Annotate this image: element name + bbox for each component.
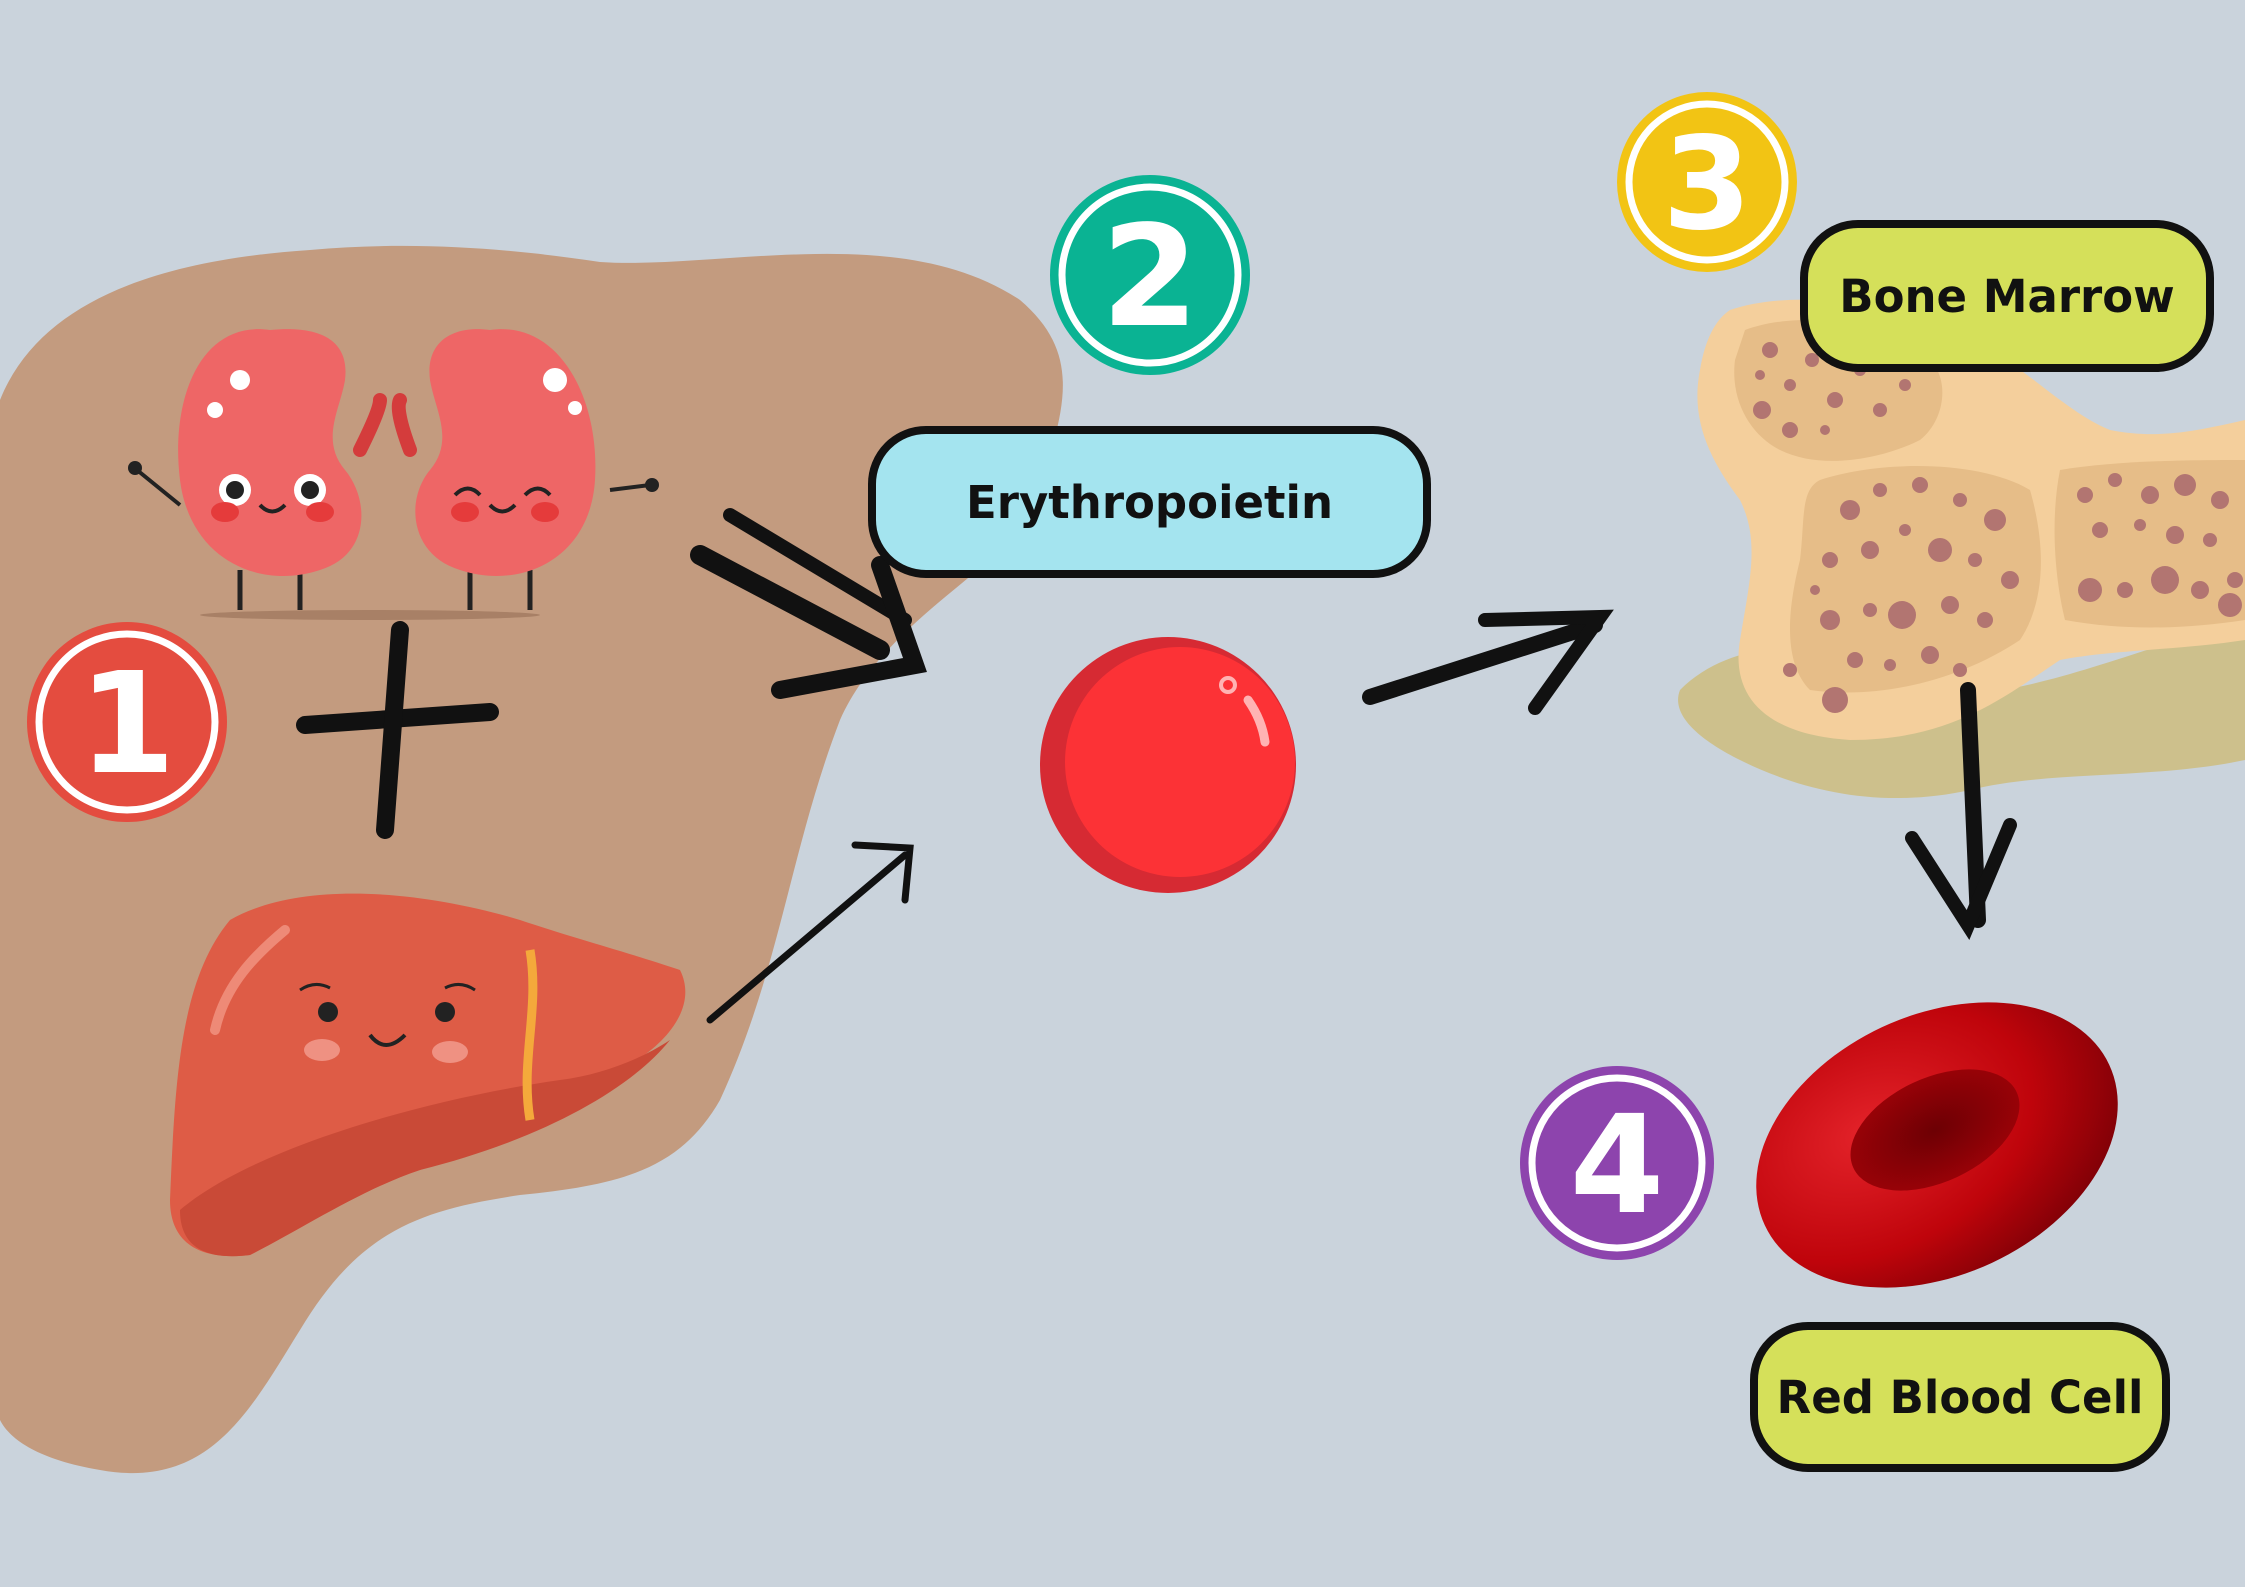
- step-number-1: 1: [78, 643, 175, 806]
- red-blood-cell-label-text: Red Blood Cell: [1776, 1370, 2144, 1424]
- step-badge-3: 3: [1617, 92, 1797, 272]
- kidneys-illustration: [128, 329, 659, 620]
- liver-illustration: [170, 893, 686, 1257]
- left-kidney: [178, 329, 362, 576]
- step-number-3: 3: [1662, 110, 1751, 259]
- bone-marrow-label: Bone Marrow: [1800, 220, 2214, 372]
- red-blood-cell-illustration: [1756, 1002, 2118, 1288]
- step-badge-4: 4: [1520, 1066, 1714, 1260]
- erythropoietin-label: Erythropoietin: [868, 426, 1431, 578]
- step-number-4: 4: [1570, 1087, 1665, 1245]
- arrow-liver-to-hormone: [706, 841, 914, 1024]
- double-arrow-kidneys-to-hormone: [690, 508, 927, 699]
- red-blood-cell-label: Red Blood Cell: [1750, 1322, 2170, 1472]
- step-number-2: 2: [1101, 196, 1198, 359]
- bone-marrow-label-text: Bone Marrow: [1839, 269, 2175, 323]
- arrow-bone-marrow-to-red-blood-cell: [1905, 682, 2017, 940]
- step-badge-2: 2: [1050, 175, 1250, 375]
- step-badge-1: 1: [27, 622, 227, 822]
- erythropoietin-cell: [1040, 637, 1296, 893]
- arrow-hormone-to-bone-marrow: [1362, 609, 1614, 715]
- erythropoietin-label-text: Erythropoietin: [966, 475, 1333, 529]
- plus-icon: [296, 621, 499, 839]
